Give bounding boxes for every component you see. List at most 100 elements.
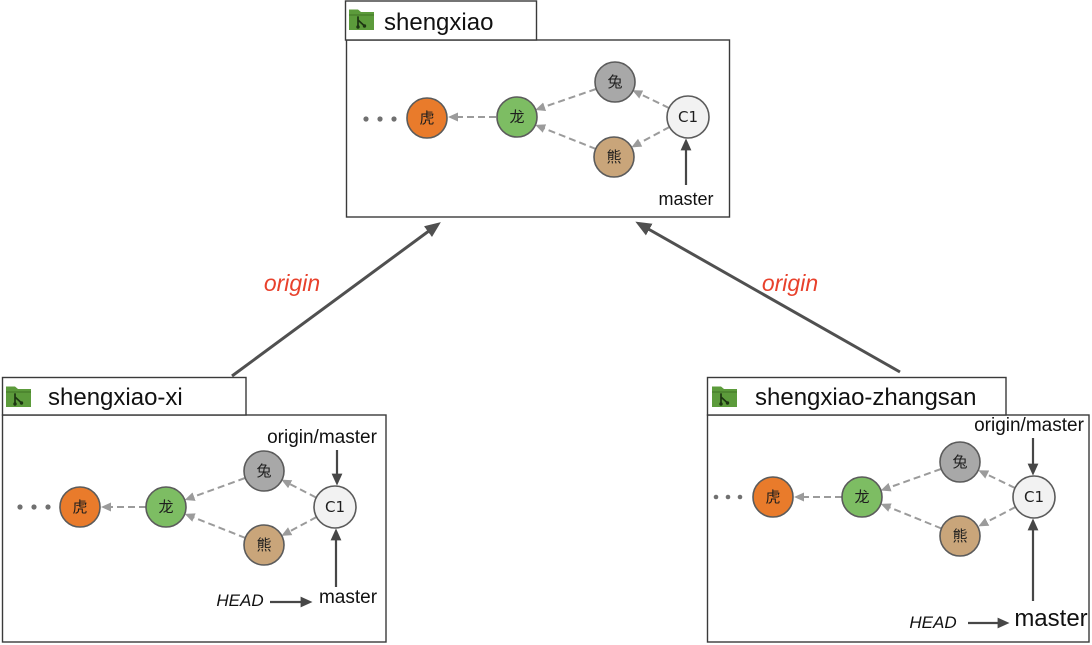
ref-origin-master: origin/master: [267, 427, 378, 486]
parent-edge-c1-to-rabbit: [978, 470, 1016, 489]
branch-glyph-dot: [356, 25, 360, 29]
folder-shape: [6, 386, 31, 407]
commit-tiger: 虎: [406, 97, 448, 139]
git-repo-folder-icon: [6, 386, 31, 407]
ellipsis-dot: [737, 494, 743, 500]
commit-graph: 虎 龙 兔 熊 C1: [59, 450, 357, 566]
ellipsis-icon: [363, 116, 397, 122]
commit-rabbit: 兔: [243, 450, 285, 492]
folder-shape: [349, 9, 374, 30]
branch-glyph-dot: [719, 402, 723, 406]
ref-master: master: [1014, 518, 1088, 632]
commit-c1: C1: [666, 95, 710, 139]
commit-label: 熊: [606, 148, 621, 166]
remote-edge-zhangsan-to-shengxiao: [635, 221, 901, 374]
repo-name: shengxiao-xi: [48, 384, 183, 411]
commit-node: [939, 441, 981, 483]
ellipsis-dot: [713, 494, 719, 500]
commit-rabbit: 兔: [594, 61, 636, 103]
repo-shengxiao: shengxiao 虎 龙 兔: [344, 0, 731, 218]
branch-label-master: master: [658, 189, 713, 209]
ellipsis-icon: [713, 494, 743, 500]
commit-graph: 虎 龙 兔 熊 C1: [406, 61, 710, 178]
ref-head: HEAD: [216, 591, 313, 610]
head-label: HEAD: [909, 613, 956, 632]
remote-branch-label: origin/master: [267, 427, 377, 448]
git-repo-folder-icon: [712, 386, 737, 407]
commit-node: [752, 476, 794, 518]
commit-c1: C1: [1012, 475, 1056, 519]
repo-tab: [1, 376, 247, 416]
commit-label: 兔: [607, 73, 622, 91]
ellipsis-dot: [363, 116, 369, 122]
commit-label: 兔: [256, 462, 271, 480]
commit-node: [406, 97, 448, 139]
commit-c1: C1: [313, 485, 357, 529]
commit-label: C1: [325, 498, 345, 516]
commit-node: [841, 476, 883, 518]
commit-label: 熊: [256, 536, 271, 554]
commit-label: 虎: [765, 488, 780, 506]
commit-node: [594, 61, 636, 103]
commit-node: [666, 95, 710, 139]
commit-node: [243, 450, 285, 492]
ellipsis-dot: [377, 116, 383, 122]
ellipsis-icon: [17, 504, 51, 510]
ref-head: HEAD: [909, 613, 1010, 632]
repo-tab: [706, 376, 1007, 416]
branch-glyph-dot: [19, 401, 24, 405]
commit-bear: 熊: [939, 515, 981, 557]
parent-edge-c1-to-bear: [281, 516, 317, 536]
remote-label: origin: [264, 270, 320, 296]
commit-node: [313, 485, 357, 529]
commit-label: C1: [678, 108, 698, 126]
commit-dragon: 龙: [145, 486, 187, 528]
commit-node: [939, 515, 981, 557]
remote-label: origin: [762, 270, 818, 296]
head-label: HEAD: [216, 591, 263, 610]
commit-dragon: 龙: [841, 476, 883, 518]
commit-label: C1: [1024, 488, 1044, 506]
ref-master: master: [319, 528, 378, 608]
ref-origin-master: origin/master: [974, 415, 1085, 476]
parent-edge-rabbit-to-dragon: [880, 468, 942, 492]
repo-panel: [706, 414, 1090, 643]
branch-label-master: master: [319, 587, 378, 608]
commit-label: 兔: [952, 453, 967, 471]
commit-node: [59, 486, 101, 528]
commit-node: [593, 136, 635, 178]
repo-name: shengxiao-zhangsan: [755, 384, 977, 411]
repo-tab: [344, 0, 538, 41]
repo-panel: [1, 414, 387, 643]
git-repo-folder-icon: [349, 9, 374, 30]
commit-graph: 虎 龙 兔 熊 C1: [752, 441, 1056, 557]
ellipsis-dot: [45, 504, 51, 510]
remote-edge-xi-to-shengxiao: [231, 222, 441, 378]
commit-label: 虎: [419, 109, 434, 127]
branch-glyph-dot: [13, 402, 17, 406]
commit-bear: 熊: [243, 524, 285, 566]
remote-branch-label: origin/master: [974, 415, 1084, 436]
ellipsis-dot: [725, 494, 731, 500]
repo-name: shengxiao: [384, 9, 493, 36]
parent-edge-c1-to-bear: [978, 506, 1016, 527]
parent-edge-c1-to-rabbit: [281, 479, 317, 499]
branch-glyph-dot: [725, 401, 730, 405]
repo-shengxiao-zhangsan: shengxiao-zhangsan 虎 龙 兔: [706, 376, 1090, 643]
commit-label: 龙: [854, 488, 869, 506]
commit-label: 虎: [72, 498, 87, 516]
commit-node: [1012, 475, 1056, 519]
folder-shape: [712, 386, 737, 407]
repo-shengxiao-xi: shengxiao-xi 虎 龙 兔: [1, 376, 387, 643]
branch-label-master: master: [1014, 605, 1087, 632]
ellipsis-dot: [17, 504, 23, 510]
commit-label: 龙: [158, 498, 173, 516]
ellipsis-dot: [391, 116, 397, 122]
parent-edge-c1-to-rabbit: [632, 90, 670, 109]
commit-node: [145, 486, 187, 528]
commit-tiger: 虎: [752, 476, 794, 518]
remote-links: origin origin: [231, 221, 901, 378]
commit-label: 熊: [952, 527, 967, 545]
commit-bear: 熊: [593, 136, 635, 178]
